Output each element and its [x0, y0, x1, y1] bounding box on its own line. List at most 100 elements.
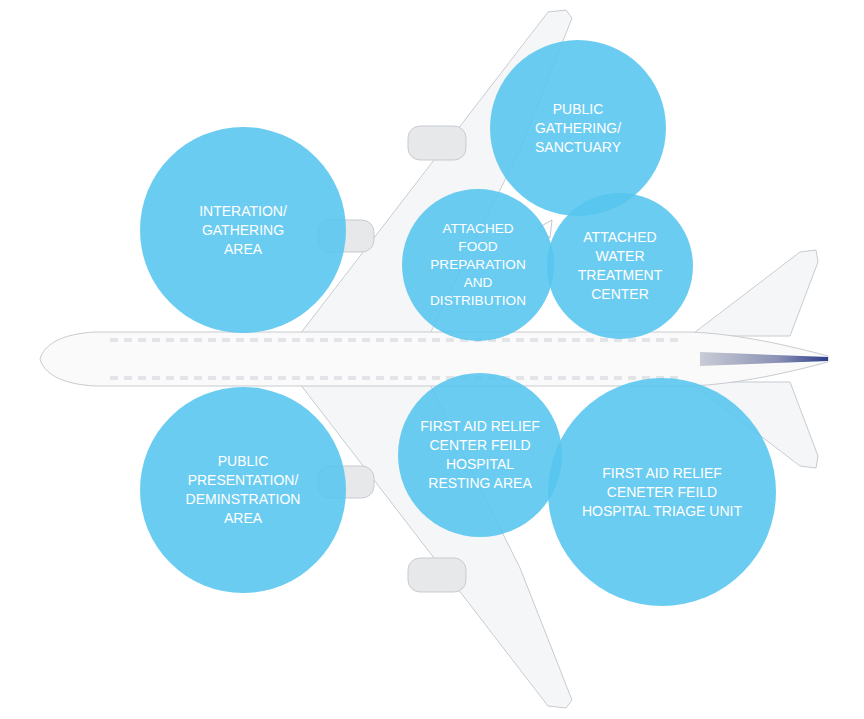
window — [502, 338, 510, 342]
circle-content: FIRST AID RELIEF CENTER FEILD HOSPITAL R… — [398, 373, 562, 537]
circle-content: PUBLIC GATHERING/ SANCTUARY — [490, 40, 666, 216]
window — [292, 338, 300, 342]
window — [558, 376, 566, 380]
window — [334, 338, 342, 342]
area-circle: INTERATION/ GATHERING AREA — [140, 127, 346, 333]
area-circle: ATTACHED WATER TREATMENT CENTER — [547, 193, 693, 339]
window — [236, 376, 244, 380]
area-circle: PUBLIC GATHERING/ SANCTUARY — [490, 40, 666, 216]
window — [362, 376, 370, 380]
window — [236, 338, 244, 342]
window — [208, 338, 216, 342]
wing — [300, 384, 572, 708]
area-circle: FIRST AID RELIEF CENTER FEILD HOSPITAL R… — [398, 373, 562, 537]
window — [418, 338, 426, 342]
window — [320, 376, 328, 380]
circle-content: ATTACHED WATER TREATMENT CENTER — [547, 193, 693, 339]
window — [516, 338, 524, 342]
window — [194, 338, 202, 342]
window — [180, 376, 188, 380]
window — [446, 338, 454, 342]
window — [264, 338, 272, 342]
area-label: ATTACHED WATER TREATMENT CENTER — [565, 228, 675, 304]
window — [306, 338, 314, 342]
window — [334, 376, 342, 380]
window — [138, 376, 146, 380]
area-circle: PUBLIC PRESENTATION/ DEMINSTRATION AREA — [140, 387, 346, 593]
window — [544, 376, 552, 380]
window — [586, 376, 594, 380]
window — [516, 376, 524, 380]
window — [432, 376, 440, 380]
window — [670, 338, 678, 342]
window — [614, 376, 622, 380]
cabin-windows — [110, 338, 678, 380]
area-label: FIRST AID RELIEF CENETER FEILD HOSPITAL … — [577, 464, 747, 521]
circle-content: ATTACHED FOOD PREPARATION AND DISTRIBUTI… — [402, 189, 554, 341]
window — [110, 338, 118, 342]
window — [138, 338, 146, 342]
fuselage — [40, 332, 828, 386]
circle-fill — [140, 387, 346, 593]
window — [404, 338, 412, 342]
window — [558, 338, 566, 342]
window — [530, 376, 538, 380]
window — [208, 376, 216, 380]
window — [404, 376, 412, 380]
window — [600, 338, 608, 342]
window — [628, 376, 636, 380]
circle-fill — [547, 193, 693, 339]
window — [152, 376, 160, 380]
window — [180, 338, 188, 342]
circle-fill — [140, 127, 346, 333]
circle-shape — [140, 387, 346, 593]
window — [194, 376, 202, 380]
window — [432, 338, 440, 342]
engine — [408, 126, 466, 160]
window — [348, 338, 356, 342]
window — [222, 338, 230, 342]
window — [250, 338, 258, 342]
window — [292, 376, 300, 380]
window — [642, 338, 650, 342]
window — [530, 338, 538, 342]
window — [376, 338, 384, 342]
window — [390, 376, 398, 380]
window — [124, 338, 132, 342]
engine — [408, 558, 466, 592]
circle-fill — [402, 189, 554, 341]
window — [166, 376, 174, 380]
area-label: PUBLIC GATHERING/ SANCTUARY — [523, 100, 633, 157]
window — [124, 376, 132, 380]
window — [418, 376, 426, 380]
window — [320, 338, 328, 342]
area-label: ATTACHED FOOD PREPARATION AND DISTRIBUTI… — [422, 220, 534, 310]
window — [110, 376, 118, 380]
window — [348, 376, 356, 380]
circle-content: PUBLIC PRESENTATION/ DEMINSTRATION AREA — [140, 387, 346, 593]
window — [278, 376, 286, 380]
window — [572, 338, 580, 342]
area-circle: FIRST AID RELIEF CENETER FEILD HOSPITAL … — [548, 378, 776, 606]
tail-fin — [700, 352, 828, 366]
circle-shape — [398, 373, 562, 537]
window — [278, 338, 286, 342]
area-label: INTERATION/ GATHERING AREA — [183, 202, 303, 259]
stabilizer — [690, 250, 818, 336]
window — [152, 338, 160, 342]
window — [572, 376, 580, 380]
circle-content: FIRST AID RELIEF CENETER FEILD HOSPITAL … — [548, 378, 776, 606]
area-label: PUBLIC PRESENTATION/ DEMINSTRATION AREA — [173, 452, 313, 528]
window — [628, 338, 636, 342]
window — [250, 376, 258, 380]
circle-content: INTERATION/ GATHERING AREA — [140, 127, 346, 333]
window — [600, 376, 608, 380]
window — [166, 338, 174, 342]
window — [586, 338, 594, 342]
window — [376, 376, 384, 380]
window — [264, 376, 272, 380]
window — [656, 338, 664, 342]
circle-fill — [548, 378, 776, 606]
window — [544, 338, 552, 342]
